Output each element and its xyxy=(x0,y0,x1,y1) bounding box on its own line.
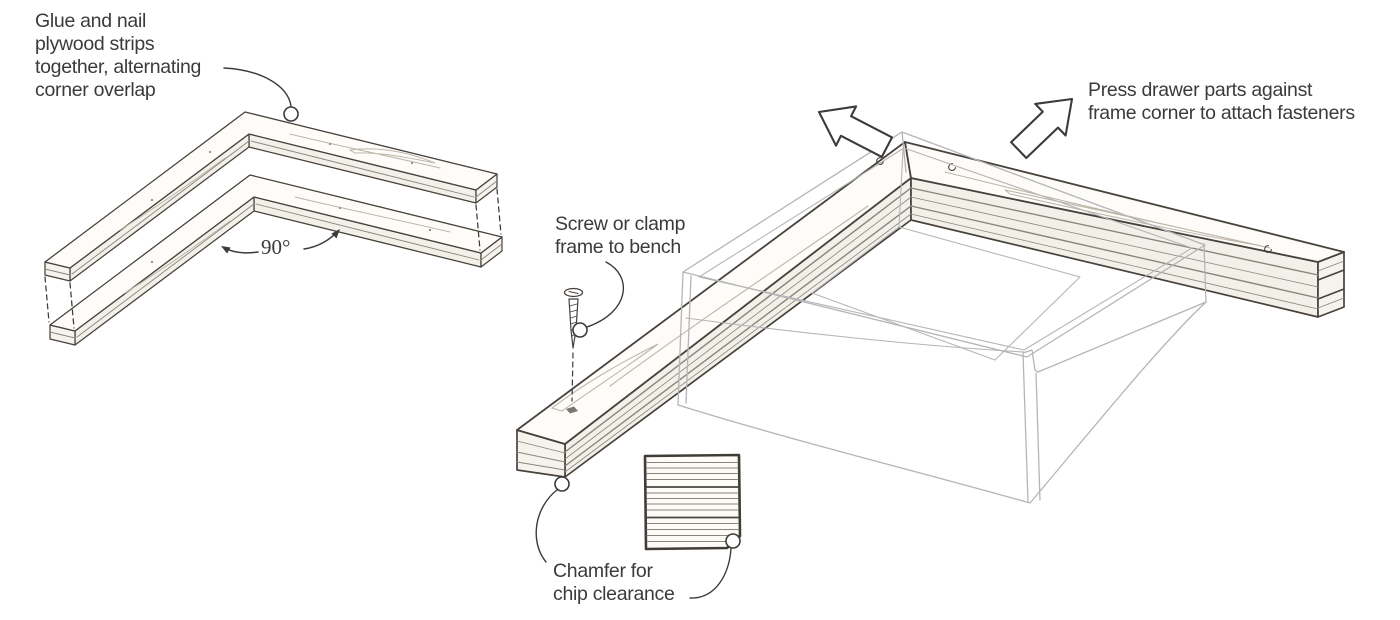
alignment-dashed-lines xyxy=(44,188,502,329)
jig-frame xyxy=(516,141,1345,478)
angle-label: 90° xyxy=(261,235,291,259)
plywood-cross-section xyxy=(643,453,742,551)
chamfer-section-marker xyxy=(725,533,741,549)
angle-arrow-right xyxy=(303,229,340,250)
press-arrow-left-icon xyxy=(817,105,894,158)
press-arrow-right-icon xyxy=(1010,97,1074,160)
angle-arrow-left xyxy=(221,246,259,254)
screw-note: Screw or clamp frame to bench xyxy=(555,213,686,258)
screw-dashed-line xyxy=(571,352,574,402)
chamfer-frame-marker xyxy=(554,476,570,492)
screw-icon xyxy=(563,287,584,349)
chamfer-note: Chamfer for chip clearance xyxy=(553,560,675,605)
screw-note-leader xyxy=(586,261,624,328)
upper-frame xyxy=(44,111,498,282)
glue-note: Glue and nail plywood strips together, a… xyxy=(35,10,202,101)
glue-note-leader xyxy=(223,67,292,107)
lower-frame xyxy=(49,174,503,346)
chamfer-frame-leader xyxy=(535,489,558,563)
corner-jig-exploded-view xyxy=(44,67,503,346)
glue-note-marker xyxy=(283,106,299,122)
screw-note-marker xyxy=(572,322,588,338)
press-note: Press drawer parts against frame corner … xyxy=(1088,79,1355,124)
pilot-hole xyxy=(566,406,578,414)
chamfer-section-leader xyxy=(689,548,732,599)
ghost-drawer xyxy=(677,131,1207,504)
drawer-pressing-view xyxy=(516,97,1345,599)
